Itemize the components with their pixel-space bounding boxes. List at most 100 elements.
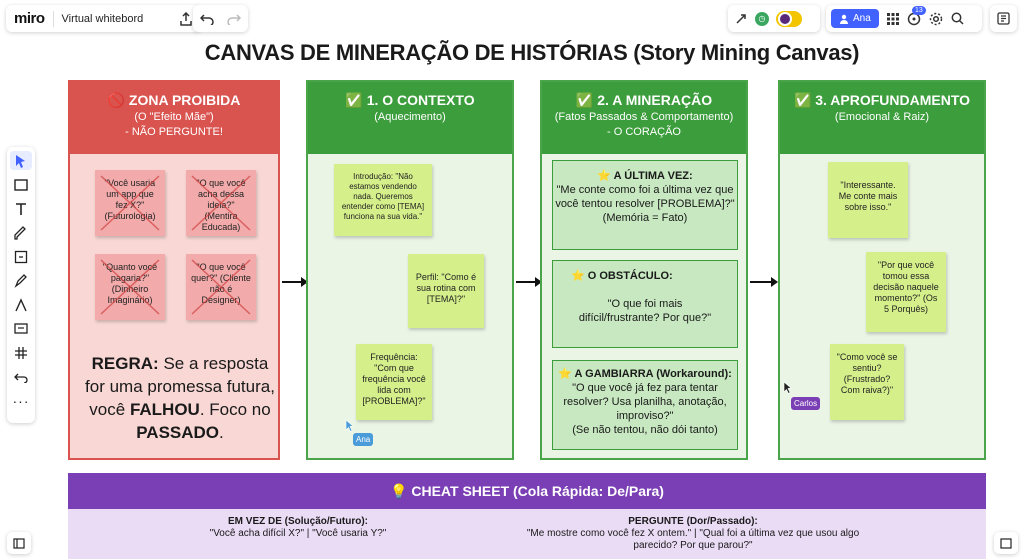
block-text: "O que foi mais difícil/frustrante? Por … [578,298,712,324]
frame-subtitle: (Emocional & Raiz) [834,111,930,123]
sidebar-icon [13,537,25,549]
frame-subtitle: - NÃO PERGUNTE! [125,126,223,138]
panel-toggle-button[interactable] [7,532,31,554]
cheat-left-heading: EM VEZ DE (Solução/Futuro): [228,516,368,527]
question-block[interactable]: ⭐ A ÚLTIMA VEZ: "Me conte como foi a últ… [552,160,738,250]
sticky-text: "Por que você tomou essa decisão naquele… [873,260,939,314]
miro-logo[interactable]: miro [14,10,45,27]
apps-grid-icon[interactable] [886,12,899,25]
connector-tool[interactable] [10,295,32,314]
sticky-note[interactable]: Frequência: "Com que frequência você lid… [356,344,432,420]
user-icon [840,14,848,24]
sticky-note[interactable]: "O que você quer?" (Cliente não é Design… [186,254,256,320]
cursor-icon [16,154,25,168]
frame-tool[interactable] [10,175,32,194]
sticky-note[interactable]: "Interessante. Me conte mais sobre isso.… [828,162,908,238]
rule-part: Se a resposta for uma promessa futura, v… [85,354,275,419]
grid-tool[interactable] [10,343,32,362]
comment-tool[interactable] [10,319,32,338]
sticky-note[interactable]: Introdução: "Não estamos vendendo nada. … [334,164,432,236]
collaborator-cursor-label: Ana [353,433,374,446]
block-title: ⭐ O OBSTÁCULO: [571,270,673,282]
question-block[interactable]: ⭐ A GAMBIARRA (Workaround): "O que você … [552,360,738,450]
question-block[interactable]: ⭐ O OBSTÁCULO: "O que foi mais difícil/f… [552,260,738,348]
frame-title: ✅ 1. O CONTEXTO [345,92,475,108]
sticky-text: "O que você quer?" (Cliente não é Design… [191,262,251,305]
shape-tool[interactable] [10,247,32,266]
line-icon [15,297,27,311]
undo-icon[interactable] [199,13,214,25]
sticky-note[interactable]: "Por que você tomou essa decisão naquele… [866,252,946,332]
rule-text: REGRA: Se a resposta for uma promessa fu… [80,352,280,444]
more-icon: ··· [12,392,30,409]
rule-part: . Foco no [199,400,271,419]
rule-part: . [219,423,224,442]
frame-zona-proibida[interactable]: 🚫 ZONA PROIBIDA (O "Efeito Mãe") - NÃO P… [68,80,280,460]
frame-subtitle: (O "Efeito Mãe") [134,111,214,123]
sticky-note[interactable]: "Quanto você pagaria?" (Dinheiro Imaginá… [95,254,165,320]
right-toolbar: Ana [826,5,982,32]
connector-arrow[interactable] [282,277,308,287]
block-title: ⭐ A ÚLTIMA VEZ: [597,170,693,182]
cheat-left-column: EM VEZ DE (Solução/Futuro): "Você acha d… [168,516,428,540]
sticky-note[interactable]: "Como você se sentiu? (Frustrado? Com ra… [830,344,904,420]
user-avatar-toggle[interactable] [776,10,802,27]
collaborator-cursor-label: Carlos [791,397,821,410]
redo-icon[interactable] [227,13,242,25]
cheat-sheet-frame[interactable]: 💡 CHEAT SHEET (Cola Rápida: De/Para) EM … [68,473,986,559]
frame-title: ✅ 2. A MINERAÇÃO [575,92,713,108]
reactions-icon[interactable] [734,12,748,26]
sticky-note-icon [14,225,26,240]
sticky-text: "Você usaria um app que fez X?" (Futurol… [104,178,156,221]
hashtag-icon [15,346,27,359]
undo-tool[interactable] [10,367,32,386]
frame-aprofundamento[interactable]: ✅ 3. APROFUNDAMENTO (Emocional & Raiz) "… [778,80,986,460]
pen-tool[interactable] [10,271,32,290]
more-tools[interactable]: ··· [10,391,32,410]
frame-subtitle: (Aquecimento) [374,111,446,123]
frame-header: ✅ 3. APROFUNDAMENTO (Emocional & Raiz) [780,82,984,154]
share-label: Ana [853,13,871,24]
frames-panel-button[interactable] [990,5,1017,32]
board-header: miro Virtual whitebord [6,5,202,32]
sticky-note[interactable]: Perfil: "Como é sua rotina com [TEMA]?" [408,254,484,328]
block-title: ⭐ A GAMBIARRA (Workaround): [558,368,732,380]
rectangle-icon [14,178,28,191]
search-icon[interactable] [951,12,964,25]
block-note: (Memória = Fato) [602,212,688,224]
sticky-note[interactable]: "O que você acha dessa ideia?" (Mentira … [186,170,256,236]
notification-badge: 13 [912,6,926,15]
frame-contexto[interactable]: ✅ 1. O CONTEXTO (Aquecimento) Introdução… [306,80,514,460]
frame-mineracao[interactable]: ✅ 2. A MINERAÇÃO (Fatos Passados & Compo… [540,80,748,460]
board-name[interactable]: Virtual whitebord [61,12,144,25]
block-text: "O que você já fez para tentar resolver?… [563,382,727,422]
sticky-text: Introdução: "Não estamos vendendo nada. … [341,172,425,221]
shape-icon [14,250,28,263]
sticky-text: Frequência: "Com que frequência você lid… [362,352,426,406]
sticky-text: "O que você acha dessa ideia?" (Mentira … [196,178,246,232]
sticky-text: "Como você se sentiu? (Frustrado? Com ra… [836,352,898,395]
cheat-right-text: "Me mostre como você fez X ontem." | "Qu… [526,528,860,551]
pen-icon [14,273,27,288]
sticky-text: "Interessante. Me conte mais sobre isso.… [838,180,898,212]
sticky-text: Perfil: "Como é sua rotina com [TEMA]?" [415,272,477,304]
connector-arrow[interactable] [516,277,542,287]
panel-right-button[interactable] [994,532,1018,554]
rule-label: REGRA: [91,354,159,373]
collaboration-tools: ◷ [728,5,820,32]
select-tool[interactable] [10,151,32,170]
sticky-note-tool[interactable] [10,223,32,242]
page-title: CANVAS DE MINERAÇÃO DE HISTÓRIAS (Story … [204,40,860,65]
share-button[interactable]: Ana [831,9,879,28]
export-icon[interactable] [179,11,193,26]
cheat-left-text: "Você acha difícil X?" | "Você usaria Y?… [209,528,387,539]
text-tool[interactable] [10,199,32,218]
undo-redo-group [193,5,248,32]
divider [52,10,54,27]
settings-icon[interactable] [929,12,943,26]
connector-arrow[interactable] [750,277,778,287]
cursor-icon [783,381,792,394]
sticky-note[interactable]: "Você usaria um app que fez X?" (Futurol… [95,170,165,236]
frame-title: ✅ 3. APROFUNDAMENTO [793,92,971,108]
timer-icon[interactable]: ◷ [755,11,769,26]
